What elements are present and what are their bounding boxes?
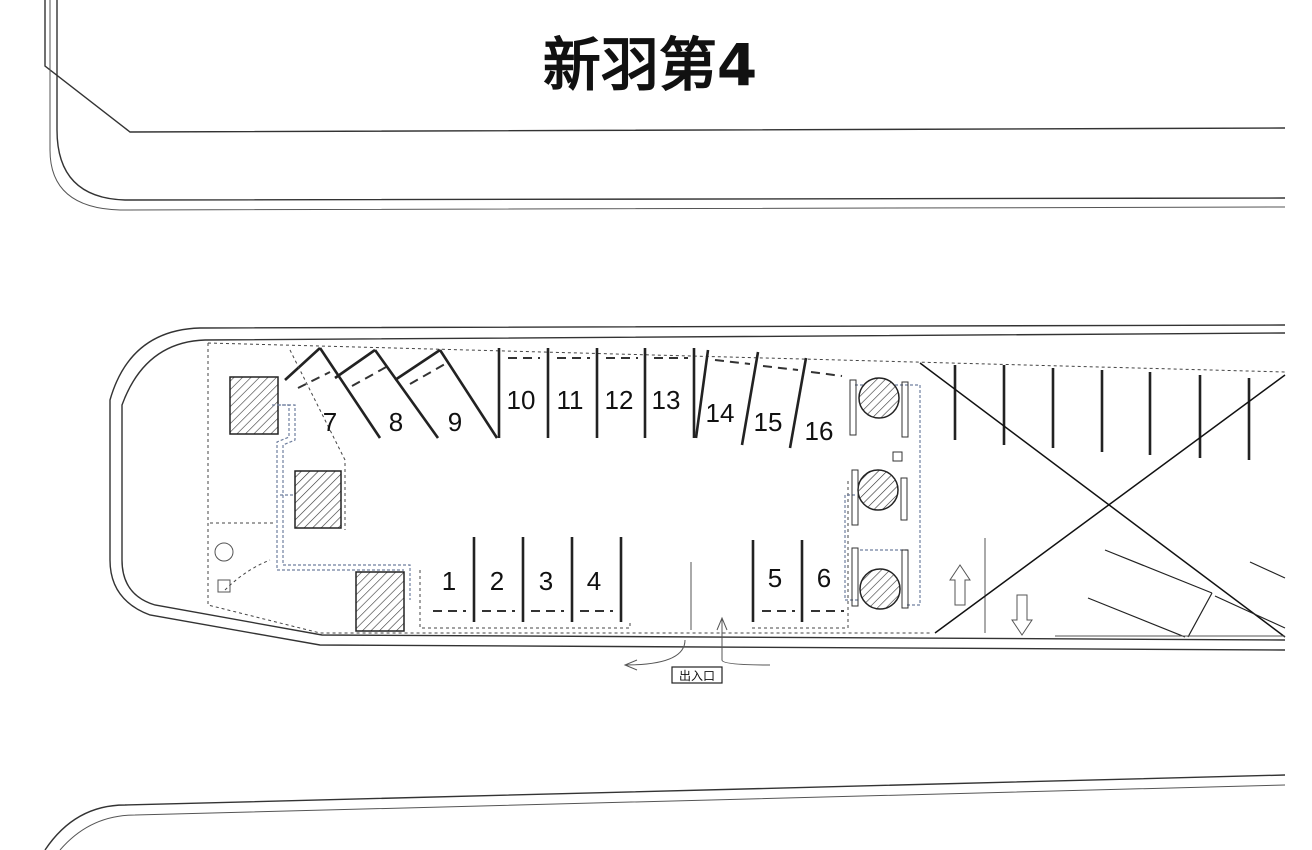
upper-stall-lines [284, 347, 1251, 460]
space-number: 6 [817, 563, 831, 593]
space-number: 14 [706, 398, 735, 428]
arrow-up-icon [949, 564, 971, 606]
lot-boundary [109, 324, 1286, 651]
space-number: 2 [490, 566, 504, 596]
space-number: 3 [539, 566, 553, 596]
lower-curb [419, 570, 631, 629]
upper-road [44, 0, 1286, 211]
space-numbers: 1 2 3 4 5 6 7 8 9 10 11 12 13 14 15 16 [323, 385, 834, 596]
space-number: 8 [389, 407, 403, 437]
space-number: 7 [323, 407, 337, 437]
traffic-arrows [623, 564, 1033, 671]
space-number: 9 [448, 407, 462, 437]
upper-wheel-stops [297, 357, 843, 389]
tree-icon [857, 469, 899, 511]
lower-curb-right [752, 480, 849, 629]
space-number: 5 [768, 563, 782, 593]
trees [849, 377, 909, 610]
space-number: 1 [442, 566, 456, 596]
crossed-out-area [919, 362, 1286, 638]
space-number: 12 [605, 385, 634, 415]
equipment-box [294, 470, 342, 529]
plan-title: 新羽第4 [543, 31, 757, 99]
equipment-boxes [229, 376, 405, 632]
left-fixtures [210, 349, 346, 593]
tree-icon [858, 377, 900, 419]
equipment-box [229, 376, 279, 435]
tree-icon [859, 568, 901, 610]
gate-label-box [671, 666, 723, 684]
equipment-box [355, 571, 405, 632]
space-number: 15 [754, 407, 783, 437]
lower-stall-lines [472, 537, 986, 633]
arrow-down-icon [1011, 594, 1033, 636]
space-number: 10 [507, 385, 536, 415]
space-number: 11 [557, 385, 584, 415]
gate-label: 出入口 [679, 669, 715, 683]
exit-arrow-icon [624, 639, 686, 666]
space-number: 4 [587, 566, 601, 596]
entry-arrow-icon [721, 618, 771, 666]
space-number: 13 [652, 385, 681, 415]
lower-road [44, 774, 1286, 850]
space-number: 16 [805, 416, 834, 446]
